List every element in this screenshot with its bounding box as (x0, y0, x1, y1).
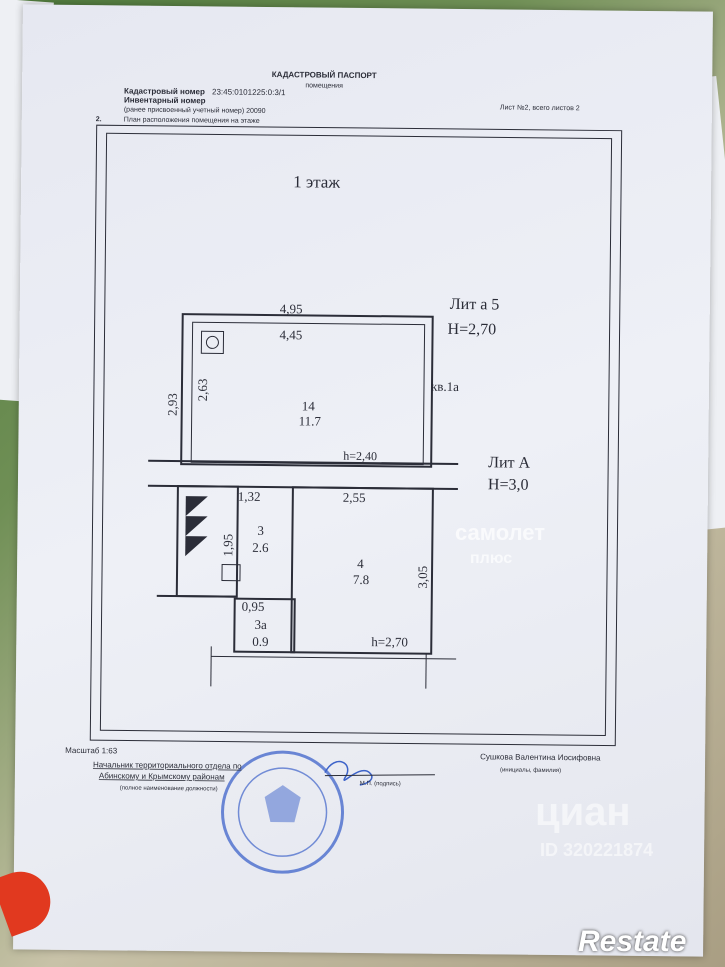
watermark-plus: плюс (470, 550, 513, 567)
doc-subtitle: помещения (305, 82, 343, 89)
sign-caption: М.П. (подпись) (360, 781, 401, 787)
cadastral-passport-sheet: КАДАСТРОВЫЙ ПАСПОРТ помещения Кадастровы… (13, 4, 713, 957)
watermark-cian: циан (535, 790, 631, 834)
signature-line (324, 774, 435, 777)
watermark-samolet: самолет (455, 520, 546, 545)
room-4-area: 7.8 (353, 572, 369, 587)
cadastral-label: Кадастровый номер (124, 86, 205, 96)
floor-plan-drawing: КАДАСТРОВЫЙ ПАСПОРТ помещения Кадастровы… (65, 70, 623, 874)
room-14-area: 11.7 (299, 413, 322, 428)
plan-frame (89, 124, 623, 747)
room-14-number: 14 (302, 398, 316, 413)
stove-icon (200, 330, 225, 355)
room-3-area: 2.6 (252, 540, 269, 555)
dim-1-95: 1,95 (220, 534, 235, 557)
walls (147, 313, 459, 689)
watermark-cian-id: ID 320221874 (540, 840, 654, 860)
signer-name-caption: (инициалы, фамилия) (500, 767, 561, 774)
position-caption: (полное наименование должности) (120, 785, 218, 792)
lit-a5-label: Лит а 5 (450, 296, 500, 314)
doc-title: КАДАСТРОВЫЙ ПАСПОРТ (272, 70, 377, 80)
prev-number: (ранее присвоенный учетный номер) 20090 (124, 105, 266, 114)
plan-labels: 4,95 4,45 2,93 2,63 14 11.7 кв.1а h=2,40… (165, 301, 460, 649)
dim-left-inner: 2,63 (195, 378, 210, 401)
cadastral-number: 23:45:0101225:0:3/1 (212, 87, 286, 97)
room-4-number: 4 (357, 556, 364, 571)
room-3a-number: 3а (254, 617, 267, 632)
dim-top-inner: 4,45 (279, 327, 302, 342)
dim-3-05: 3,05 (415, 566, 430, 589)
sheet-number: Лист №2, всего листов 2 (500, 104, 580, 112)
room-3-number: 3 (257, 523, 264, 538)
section-title: План расположения помещения на этаже (124, 116, 260, 124)
dim-room4-height: h=2,70 (371, 634, 408, 649)
dim-1-32: 1,32 (238, 489, 261, 504)
boiler-icon (221, 564, 241, 582)
inventory-label: Инвентарный номер (124, 95, 206, 105)
lit-A-height: H=3,0 (488, 476, 529, 493)
lit-a5-height: H=2,70 (447, 321, 496, 339)
apartment-label: кв.1а (431, 379, 459, 394)
dim-top-outer: 4,95 (280, 301, 303, 316)
signer-name: Сушкова Валентина Иосифовна (480, 752, 601, 762)
position-line1: Начальник территориального отдела по (93, 760, 242, 771)
dim-0-95: 0,95 (242, 599, 265, 614)
room-3a-area: 0.9 (252, 634, 268, 649)
lit-A-label: Лит А (488, 454, 531, 471)
section-number: 2. (96, 116, 102, 123)
position-line2: Абинскому и Крымскому районам (99, 771, 225, 781)
scale-label: Масштаб 1:63 (65, 746, 118, 756)
dim-2-55: 2,55 (343, 490, 366, 505)
floor-label: 1 этаж (293, 172, 340, 191)
stairs-icon (185, 496, 208, 557)
dim-left-outer: 2,93 (165, 393, 180, 416)
official-stamp (221, 750, 345, 874)
restate-logo: Restate (578, 925, 687, 958)
dim-corridor-height: h=2,40 (343, 449, 377, 463)
